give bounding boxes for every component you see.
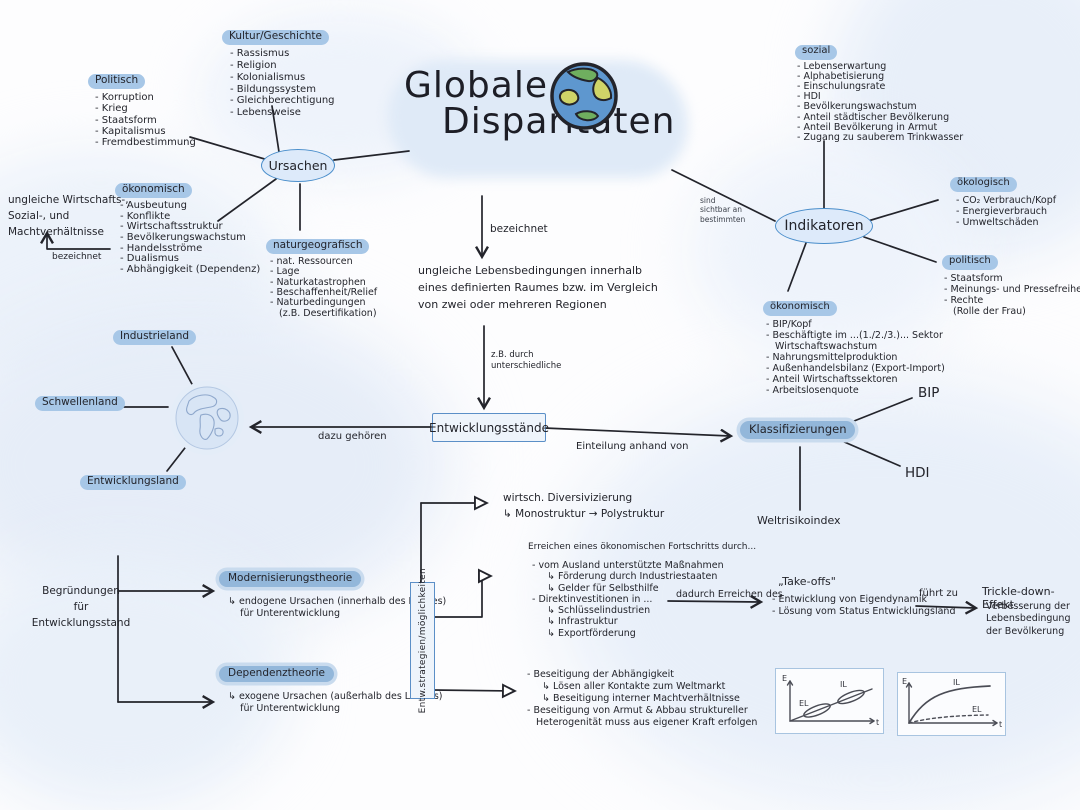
group-oekonomisch-indikatoren: ökonomisch - BIP/Kopf- Beschäftigte im .…	[763, 294, 945, 396]
stage-model-chart: E t EL IL	[775, 668, 884, 734]
group-kultur-geschichte-items: - Rassismus- Religion- Kolonialismus- Bi…	[230, 48, 335, 119]
group-sozial: sozial - Lebenserwartung- Alphabetisieru…	[795, 38, 963, 143]
group-politisch-ursachen-items: - Korruption- Krieg- Staatsform- Kapital…	[95, 92, 196, 148]
edge-label-bezeichnet-left: bezeichnet	[52, 252, 102, 262]
edge-label-zb-durch: z.B. durch unterschiedliche	[491, 350, 562, 372]
stage-chart-x-label: t	[876, 718, 879, 727]
beseitigung-items: - Beseitigung der Abhängigkeit↳ Lösen al…	[527, 669, 758, 728]
node-modernisierungstheorie: Modernisierungstheorie	[219, 571, 362, 587]
node-entw-strategien-label: Entw.strategien/möglichkeiten	[417, 567, 428, 714]
begruendungen-note: Begründungen für Entwicklungsstand	[31, 585, 131, 629]
trickle-note: Verbesserung der Lebensbedingung der Bev…	[986, 601, 1071, 637]
group-oekonomisch-ursachen-items: - Ausbeutung- Konflikte- Wirtschaftsstru…	[120, 200, 261, 275]
edge-label-bezeichnet-def: bezeichnet	[490, 223, 548, 235]
group-oekonomisch-indikatoren-items: - BIP/Kopf- Beschäftigte im ...(1./2./3.…	[766, 318, 945, 396]
page-title: Globale Disparitäten	[404, 68, 675, 140]
title-highlight-blob	[388, 60, 688, 178]
trickle-title: Trickle-down-Effekt	[982, 585, 1055, 611]
left-note: ungleiche Wirtschafts-, Sozial-, und Mac…	[8, 194, 129, 238]
edge-label-dazu-gehoeren: dazu gehören	[318, 431, 387, 442]
node-indikatoren: Indikatoren	[775, 208, 873, 244]
dependency-chart-y-label: E	[902, 677, 907, 686]
group-naturgeografisch-items: - nat. Ressourcen- Lage- Naturkatastroph…	[270, 256, 378, 319]
globe-sketch-icon	[170, 381, 244, 455]
country-schwellenland: Schwellenland	[35, 396, 125, 412]
group-oekologisch-items: - CO₂ Verbrauch/Kopf- Energieverbrauch- …	[956, 194, 1057, 229]
stage-chart-y-label: E	[782, 674, 787, 683]
group-naturgeografisch-label: naturgeografisch	[266, 239, 370, 255]
group-naturgeografisch: naturgeografisch - nat. Ressourcen- Lage…	[266, 233, 377, 319]
country-industrieland: Industrieland	[113, 330, 197, 346]
stage-chart-el-label: EL	[799, 699, 809, 708]
node-ursachen: Ursachen	[261, 149, 335, 182]
node-ursachen-label: Ursachen	[268, 158, 328, 173]
fortschritt-items: - vom Ausland unterstützte Maßnahmen↳ Fö…	[532, 560, 724, 639]
edge-label-dadurch: dadurch Erreichen des	[676, 589, 783, 600]
earth-icon	[550, 62, 618, 130]
group-politisch-indikatoren: politisch - Staatsform- Meinungs- und Pr…	[942, 248, 1080, 317]
edge-label-sichtbar: sind sichtbar an bestimmten	[700, 196, 746, 224]
group-politisch-ursachen: Politisch - Korruption- Krieg- Staatsfor…	[88, 68, 196, 148]
group-oekologisch-label: ökologisch	[950, 177, 1017, 192]
country-entwicklungsland: Entwicklungsland	[80, 475, 186, 491]
group-oekonomisch-ursachen-label: ökonomisch	[115, 183, 192, 199]
dependency-chart-il-label: IL	[953, 678, 960, 687]
group-sozial-label: sozial	[795, 45, 838, 60]
fortschritt-header: Erreichen eines ökonomischen Fortschritt…	[528, 542, 757, 552]
dependency-chart-el-label: EL	[972, 705, 982, 714]
title-word-1: Globale	[404, 65, 548, 106]
takeoff-items: - Entwicklung von Eigendynamik- Lösung v…	[772, 594, 956, 617]
stage-chart-il-label: IL	[840, 680, 847, 689]
group-sozial-items: - Lebenserwartung- Alphabetisierung- Ein…	[797, 60, 964, 143]
group-oekonomisch-indikatoren-label: ökonomisch	[763, 301, 837, 316]
klassifizierung-weltrisikoindex: Weltrisikoindex	[757, 514, 841, 527]
group-oekonomisch-ursachen: ökonomisch - Ausbeutung- Konflikte- Wirt…	[115, 177, 260, 275]
edge-label-einteilung: Einteilung anhand von	[576, 441, 689, 452]
node-entwicklungsstaende: Entwicklungsstände	[429, 413, 549, 442]
dependency-chart-x-label: t	[999, 720, 1002, 729]
group-politisch-indikatoren-label: politisch	[942, 255, 998, 270]
group-kultur-geschichte-label: Kultur/Geschichte	[222, 30, 329, 46]
group-oekologisch: ökologisch - CO₂ Verbrauch/Kopf- Energie…	[950, 170, 1056, 228]
group-politisch-indikatoren-items: - Staatsform- Meinungs- und Pressefreihe…	[944, 272, 1080, 317]
node-indikatoren-label: Indikatoren	[784, 218, 864, 234]
definition-text: ungleiche Lebensbedingungen innerhalb ei…	[418, 264, 658, 312]
node-klassifizierungen: Klassifizierungen	[740, 421, 856, 439]
diversifizierung-note: wirtsch. Diversivizierung ↳ Monostruktur…	[503, 492, 665, 520]
node-dependenztheorie: Dependenztheorie	[219, 666, 334, 682]
group-kultur-geschichte: Kultur/Geschichte - Rassismus- Religion-…	[222, 24, 335, 119]
klassifizierung-hdi: HDI	[905, 465, 930, 481]
node-entw-strategien: Entw.strategien/möglichkeiten	[410, 568, 435, 713]
dependency-model-chart: E t IL EL	[897, 672, 1006, 736]
node-entwicklungsstaende-label: Entwicklungsstände	[429, 420, 549, 435]
takeoff-title: „Take-offs"	[778, 575, 836, 588]
group-politisch-ursachen-label: Politisch	[88, 74, 146, 90]
edge-label-fuehrt-zu: führt zu	[919, 588, 958, 599]
klassifizierung-bip: BIP	[918, 385, 940, 401]
